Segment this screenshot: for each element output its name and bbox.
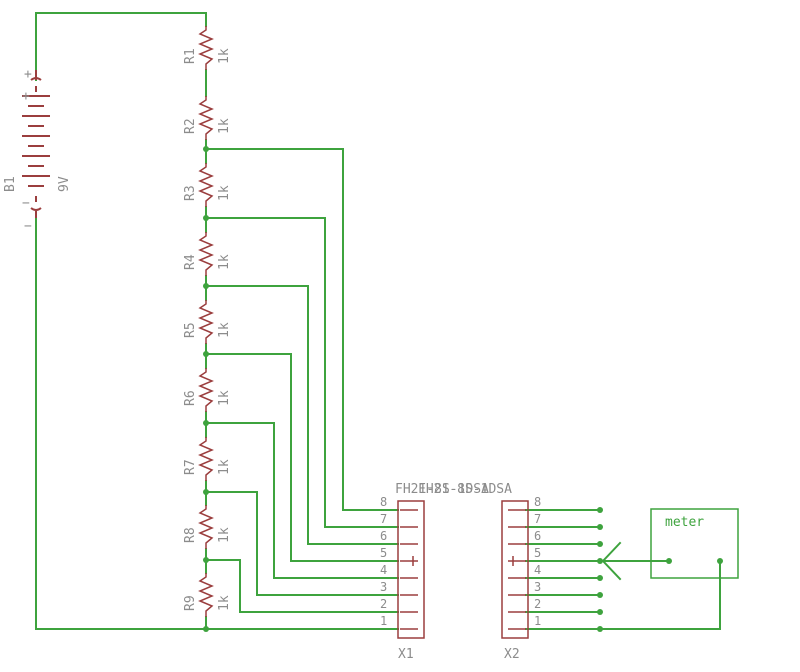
battery-b1: + + − − B1 9V bbox=[3, 67, 72, 234]
meter: meter bbox=[650, 508, 739, 579]
resistor-name: R1 bbox=[183, 48, 198, 64]
x1-pin-label: 2 bbox=[380, 597, 387, 611]
resistor-r8: R8 1k bbox=[183, 505, 232, 549]
resistor-name: R8 bbox=[183, 527, 198, 543]
wire-battery-plus bbox=[35, 12, 207, 81]
resistor-name: R5 bbox=[183, 322, 198, 338]
resistor-name: R4 bbox=[183, 254, 198, 270]
resistor-r6: R6 1k bbox=[183, 368, 232, 412]
x2-pin-label: 5 bbox=[534, 546, 541, 560]
battery-minus-sign: − bbox=[22, 196, 30, 211]
resistor-name: R6 bbox=[183, 390, 198, 406]
resistor-name: R7 bbox=[183, 459, 198, 475]
resistor-r3: R3 1k bbox=[183, 163, 232, 207]
battery-minus-sign-bottom: − bbox=[24, 219, 32, 234]
x2-pin-label: 4 bbox=[534, 563, 541, 577]
resistor-value: 1k bbox=[217, 595, 232, 611]
x2-output-wires bbox=[525, 509, 601, 630]
x1-pin-label: 3 bbox=[380, 580, 387, 594]
resistor-r1: R1 1k bbox=[183, 26, 232, 70]
wires bbox=[35, 12, 721, 630]
tap-wires bbox=[205, 148, 399, 630]
battery-value: 9V bbox=[57, 176, 72, 192]
x1-name: X1 bbox=[398, 647, 414, 662]
connector-x1: 8 7 6 5 4 3 2 1 X1 bbox=[380, 495, 425, 662]
x2-name: X2 bbox=[504, 647, 520, 662]
resistor-name: R3 bbox=[183, 185, 198, 201]
resistor-value: 1k bbox=[217, 118, 232, 134]
x1-pin-marks bbox=[400, 509, 418, 630]
x1-pin-label: 7 bbox=[380, 512, 387, 526]
battery-plus-sign-top: + bbox=[24, 67, 32, 82]
x1-pin-label: 4 bbox=[380, 563, 387, 577]
resistor-name: R9 bbox=[183, 595, 198, 611]
x1-pin-label: 6 bbox=[380, 529, 387, 543]
resistor-value: 1k bbox=[217, 48, 232, 64]
battery-plus-sign: + bbox=[22, 89, 30, 104]
resistor-value: 1k bbox=[217, 254, 232, 270]
x1-part-label: FH21-8S-1DSA bbox=[395, 482, 489, 497]
x1-pin-label: 1 bbox=[380, 614, 387, 628]
probe-wire-2 bbox=[599, 560, 721, 630]
meter-label: meter bbox=[665, 515, 704, 530]
x2-pin-label: 2 bbox=[534, 597, 541, 611]
resistor-value: 1k bbox=[217, 322, 232, 338]
resistor-r9: R9 1k bbox=[183, 573, 232, 617]
x2-part-label: FH21-8S-1DSA bbox=[418, 482, 512, 497]
resistor-r7: R7 1k bbox=[183, 437, 232, 481]
x2-pin-label: 6 bbox=[534, 529, 541, 543]
x1-pin-label: 5 bbox=[380, 546, 387, 560]
junctions bbox=[203, 146, 723, 632]
battery-name: B1 bbox=[3, 176, 18, 192]
resistor-name: R2 bbox=[183, 118, 198, 134]
wire-battery-minus bbox=[35, 217, 207, 630]
resistor-r5: R5 1k bbox=[183, 300, 232, 344]
x2-pin-label: 1 bbox=[534, 614, 541, 628]
x2-pin-marks bbox=[508, 509, 526, 630]
resistor-r2: R2 1k bbox=[183, 96, 232, 140]
resistor-r4: R4 1k bbox=[183, 232, 232, 276]
meter-box bbox=[650, 508, 739, 579]
x2-pin-label: 7 bbox=[534, 512, 541, 526]
connector-x2: 8 7 6 5 4 3 2 1 X2 bbox=[501, 495, 541, 662]
x1-pin-label: 8 bbox=[380, 495, 387, 509]
resistor-value: 1k bbox=[217, 390, 232, 406]
resistor-value: 1k bbox=[217, 185, 232, 201]
x2-pin-label: 8 bbox=[534, 495, 541, 509]
resistor-value: 1k bbox=[217, 527, 232, 543]
x2-pin-label: 3 bbox=[534, 580, 541, 594]
resistor-value: 1k bbox=[217, 459, 232, 475]
